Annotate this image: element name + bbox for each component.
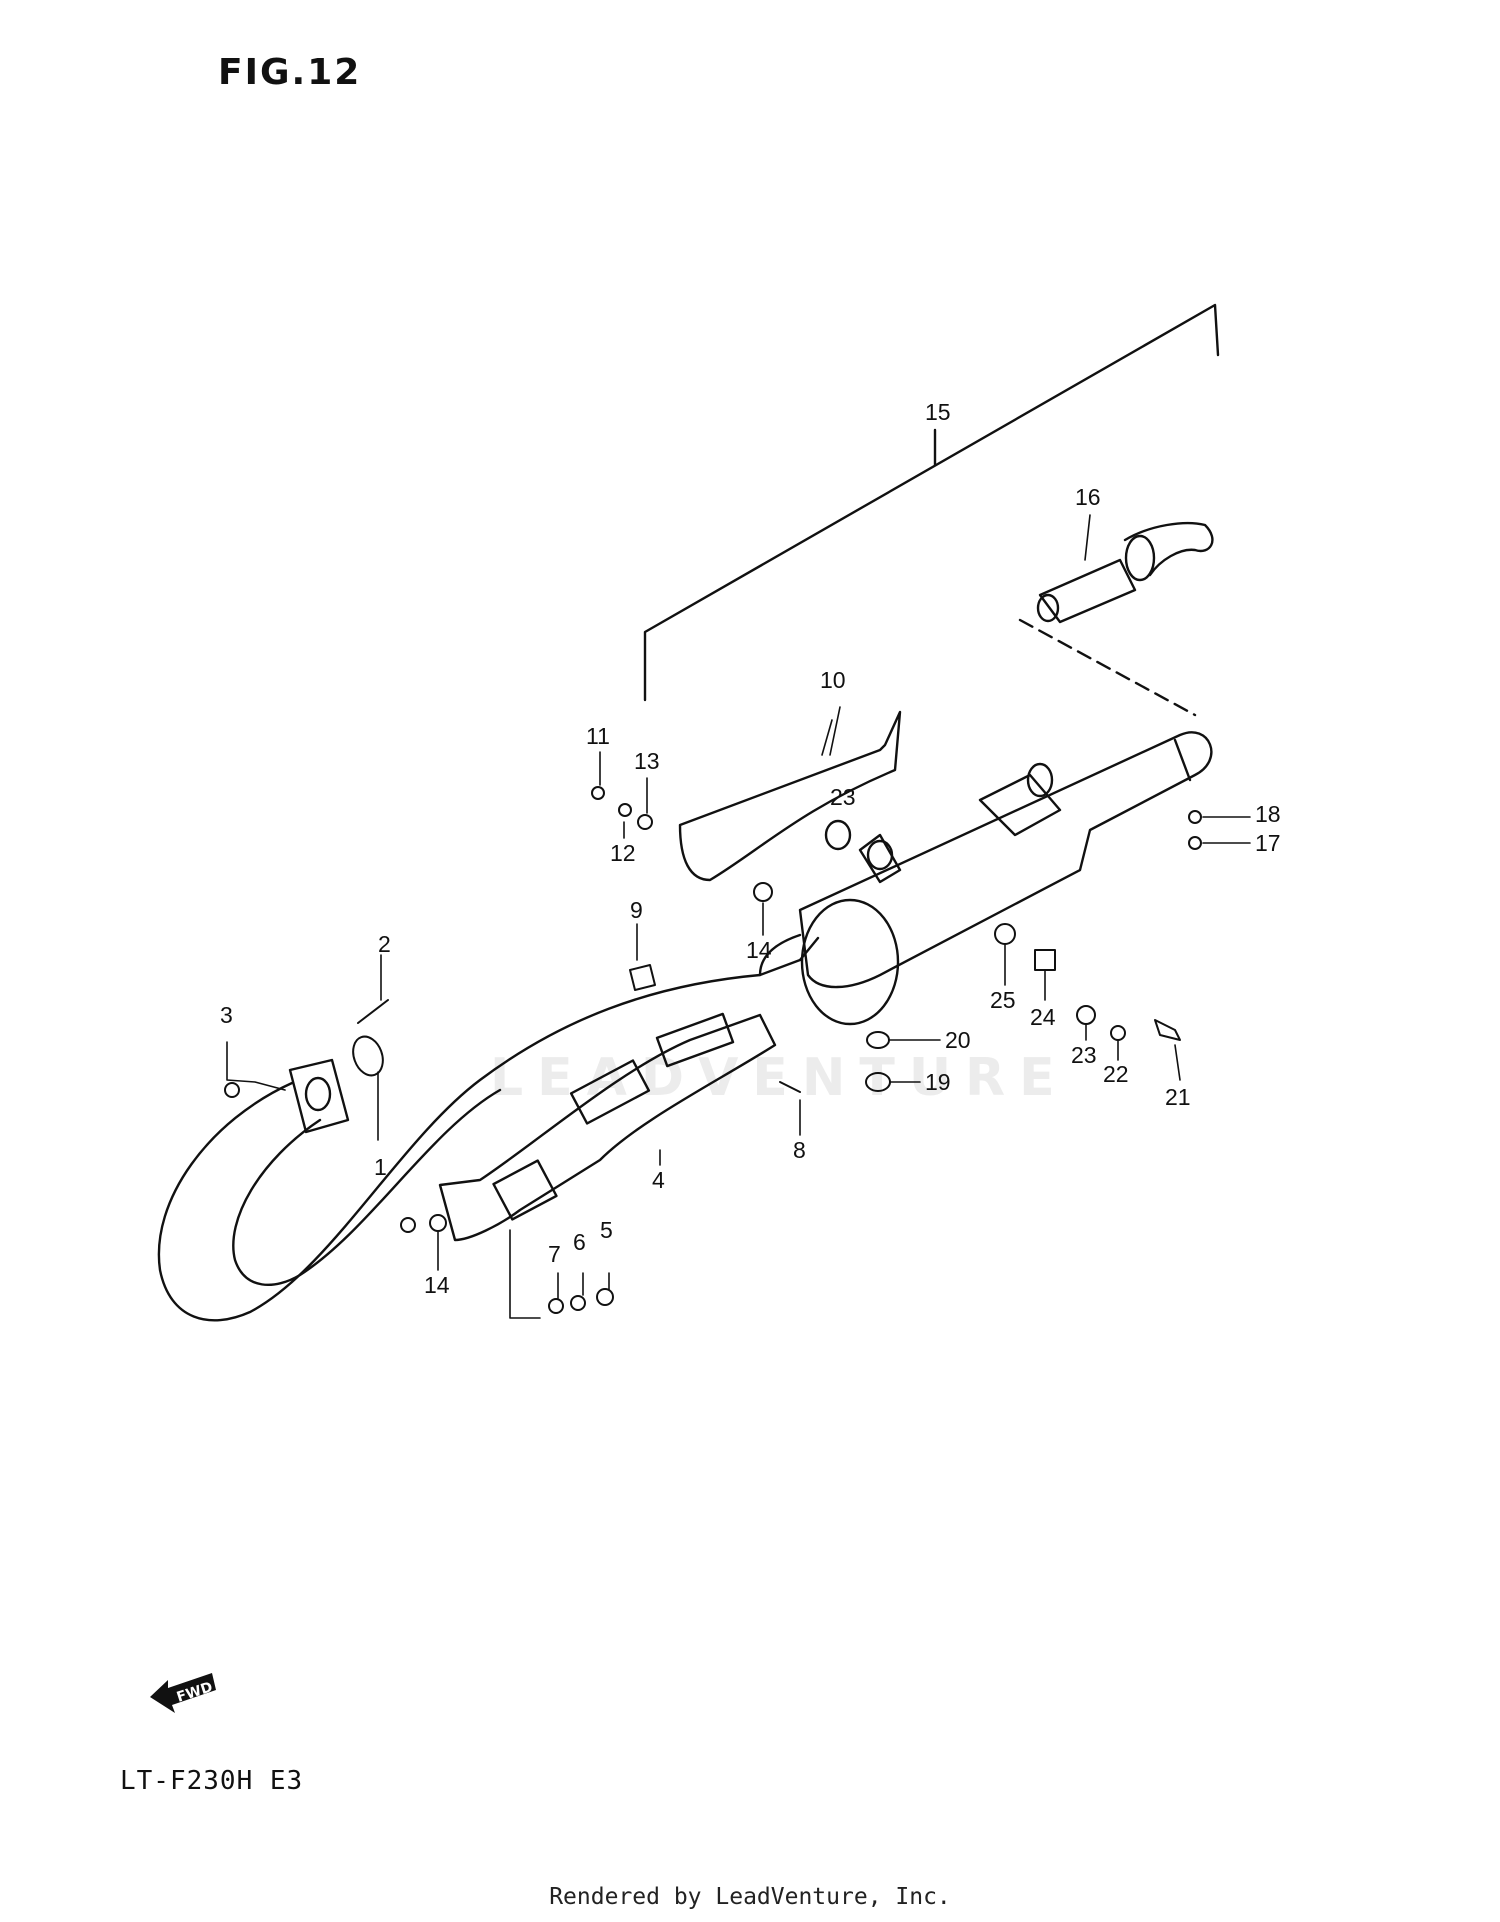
callout-9: 9 bbox=[630, 897, 643, 923]
callout-3: 3 bbox=[220, 1002, 233, 1028]
callout-24: 24 bbox=[1030, 1004, 1056, 1030]
heat-shield-pipe bbox=[438, 1012, 777, 1242]
callout-1: 1 bbox=[374, 1154, 387, 1180]
callout-8: 8 bbox=[793, 1137, 806, 1163]
callout-4: 4 bbox=[652, 1167, 665, 1193]
callout-5: 5 bbox=[600, 1217, 613, 1243]
callout-14-upper: 14 bbox=[746, 937, 772, 963]
callout-11: 11 bbox=[586, 723, 610, 749]
callout-14-lower: 14 bbox=[424, 1272, 450, 1298]
forward-arrow bbox=[150, 1673, 216, 1713]
callout-19: 19 bbox=[925, 1069, 951, 1095]
fwd-label: FWD bbox=[175, 1679, 215, 1706]
leader-lines bbox=[226, 514, 1251, 1319]
callout-25: 25 bbox=[990, 987, 1016, 1013]
callout-22: 22 bbox=[1103, 1061, 1129, 1087]
callout-labels: 1 2 3 4 5 6 7 8 9 10 11 12 13 14 14 15 1… bbox=[175, 399, 1281, 1706]
callout-2: 2 bbox=[378, 931, 391, 957]
callout-10: 10 bbox=[820, 667, 846, 693]
callout-17: 17 bbox=[1255, 830, 1281, 856]
heat-shield-muffler bbox=[678, 710, 902, 882]
assembly-bracket-15 bbox=[643, 303, 1220, 717]
callout-6: 6 bbox=[573, 1229, 586, 1255]
muffler bbox=[798, 731, 1213, 1026]
callout-15: 15 bbox=[925, 399, 951, 425]
hardware-parts bbox=[224, 786, 1202, 1314]
exhaust-pipe bbox=[157, 933, 820, 1322]
render-credit: Rendered by LeadVenture, Inc. bbox=[549, 1884, 951, 1910]
callout-12: 12 bbox=[610, 840, 636, 866]
callout-20: 20 bbox=[945, 1027, 971, 1053]
callout-23-upper: 23 bbox=[830, 784, 856, 810]
watermark: LEADVENTURE bbox=[490, 1048, 1069, 1108]
callout-7: 7 bbox=[548, 1241, 561, 1267]
callout-16: 16 bbox=[1075, 484, 1101, 510]
callout-23-lower: 23 bbox=[1071, 1042, 1097, 1068]
figure-title: FIG.12 bbox=[218, 52, 362, 93]
spark-arrester bbox=[1036, 521, 1214, 624]
callout-18: 18 bbox=[1255, 801, 1281, 827]
callout-21: 21 bbox=[1165, 1084, 1191, 1110]
callout-13: 13 bbox=[634, 748, 660, 774]
model-code: LT-F230H E3 bbox=[120, 1766, 304, 1796]
